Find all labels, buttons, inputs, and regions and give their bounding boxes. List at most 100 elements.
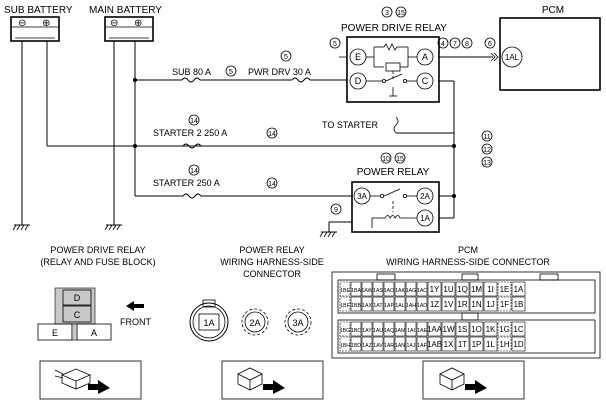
- pcm-pin-cell: [416, 296, 428, 312]
- pcm-pin-label: 1AL: [395, 303, 404, 309]
- pcm-pin-label: 1T: [458, 340, 467, 349]
- front-label: FRONT: [120, 317, 151, 327]
- pcm-pin-cell: [427, 321, 442, 337]
- pdr-terminal-e: E: [355, 52, 361, 62]
- pcm-pin-label: 1O: [471, 325, 482, 334]
- pcm-pin-label: 1A: [514, 285, 524, 294]
- pcm-pin-label: 1D: [513, 340, 523, 349]
- pcm-pin-cell: [483, 296, 498, 312]
- pcm-pin-label: 1Z: [430, 300, 439, 309]
- starter-note-right: 14: [268, 181, 276, 188]
- pcm-pin-cell: [483, 336, 498, 352]
- pwr-drv-30a-fuse: [291, 77, 311, 83]
- pcm-pin-label: 1AS: [373, 288, 383, 294]
- pcm-pin-cell: [350, 281, 362, 297]
- pdr-terminal-a: A: [422, 52, 428, 62]
- pcm-pin-cell: [361, 321, 373, 337]
- pcm-pin-cell: [372, 296, 384, 312]
- pcm-pin-cell: [469, 336, 484, 352]
- main-battery-neg: ⊖: [110, 18, 118, 29]
- pcm-pin-cell: [394, 336, 406, 352]
- pcm-pin-cell: [383, 336, 395, 352]
- pcm-pin-cell: [427, 296, 442, 312]
- pdr-title: POWER DRIVE RELAY: [341, 23, 447, 34]
- pcm-pin-cell: [497, 281, 512, 297]
- pr-ground-note: 9: [334, 207, 338, 214]
- pcm-pin-label: 1L: [486, 340, 495, 349]
- main-battery-pos: ⊕: [134, 18, 142, 29]
- pcm-pin-label: 1AY: [362, 328, 372, 334]
- pcm-pin-cell: [405, 336, 417, 352]
- pcm-pin-cell: [394, 281, 406, 297]
- pcm-pin-label: 1AU: [373, 328, 383, 334]
- pcm-terminal-1al: 1AL: [505, 53, 520, 62]
- pcm-pin-label: 1AG: [406, 288, 416, 294]
- pdr-caption-2: (RELAY AND FUSE BLOCK): [40, 257, 155, 267]
- pdr-block-view: D C E A: [37, 287, 112, 341]
- pcm-pin-label: 1BA: [351, 288, 361, 294]
- power-drive-relay: E A D C: [346, 36, 440, 103]
- pcm-pin-cell: [416, 336, 428, 352]
- starter-note-top: 14: [190, 168, 198, 175]
- pcm-pin-cell: [469, 296, 484, 312]
- pcm-pin-label: 1BD: [351, 343, 361, 349]
- pcm-pin-cell: [497, 321, 512, 337]
- note-13: 13: [483, 160, 491, 167]
- starter-label: STARTER 250 A: [153, 178, 220, 188]
- pr-connector-3a: 3A: [284, 308, 312, 336]
- pcm-pin-cell: [361, 296, 373, 312]
- pcm-pin-label: 1AN: [395, 343, 405, 349]
- pcm-pin-cell: [469, 321, 484, 337]
- pcm-pin-label: 1AW: [361, 288, 372, 294]
- pcm-pin-label: 1AD: [417, 303, 427, 309]
- pcm-pin-cell: [383, 281, 395, 297]
- pcm-pin-label: 1AV: [373, 343, 383, 349]
- pdr-note-7: 7: [453, 41, 457, 48]
- pcm-pin-cell: [383, 321, 395, 337]
- pcm-pin-label: 1V: [444, 300, 454, 309]
- pcm-pin-label: 1BG: [340, 328, 350, 334]
- pcm-pin-cell: [455, 281, 470, 297]
- pcm-pin-label: 1U: [443, 285, 453, 294]
- pcm-pin-label: 1AC: [417, 288, 427, 294]
- pr-terminal-2a: 2A: [420, 192, 430, 201]
- pr-note-10: 10: [382, 156, 390, 163]
- starter2-note-right: 14: [268, 131, 276, 138]
- pcm-caption-1: PCM: [458, 245, 478, 255]
- pcm-pin-cell: [441, 336, 456, 352]
- pr-caption-3: CONNECTOR: [243, 269, 301, 279]
- pcm-pin-cell: [339, 321, 351, 337]
- pdr-note-4: 4: [441, 41, 445, 48]
- sub-battery-ground: [12, 214, 31, 231]
- pcm-pin-label: 1J: [486, 300, 494, 309]
- pr-terminal-1a: 1A: [420, 214, 430, 223]
- pr-connector-2a: 2A: [241, 308, 269, 336]
- pdr-block-d: D: [74, 293, 81, 303]
- pcm-pin-label: 1F: [500, 300, 509, 309]
- pcm-pin-label: 1E: [500, 285, 510, 294]
- pcm-pin-cell: [405, 281, 417, 297]
- power-relay: 3A 2A 1A: [351, 181, 440, 233]
- pcm-pin-cell: [455, 321, 470, 337]
- pdr-note-15: 15: [397, 10, 405, 17]
- starter2-note-top: 14: [190, 118, 198, 125]
- pcm-pin-label: 1X: [444, 340, 454, 349]
- pcm-pin-cell: [427, 281, 442, 297]
- pcm-pin-label: 1AQ: [384, 328, 394, 334]
- pcm-pin-label: 1AF: [417, 343, 427, 349]
- pcm-pin-label: 1K: [486, 325, 496, 334]
- pr-title: POWER RELAY: [357, 167, 430, 178]
- pcm-pin-label: 1G: [499, 325, 510, 334]
- pdr-block-a: A: [91, 328, 97, 338]
- pcm-pin-label: 1N: [471, 300, 481, 309]
- pcm-pin-label: 1AK: [395, 288, 405, 294]
- pwr-drv-label: PWR DRV 30 A: [248, 67, 311, 77]
- main-battery-label: MAIN BATTERY: [89, 5, 162, 16]
- pr-conn-3a-label: 3A: [292, 318, 303, 328]
- sub-80a-note: 5: [229, 69, 233, 76]
- pcm-pin-label: 1AX: [362, 303, 372, 309]
- main-battery: ⊖ ⊕: [104, 16, 154, 42]
- pcm-pin-cell: [405, 321, 417, 337]
